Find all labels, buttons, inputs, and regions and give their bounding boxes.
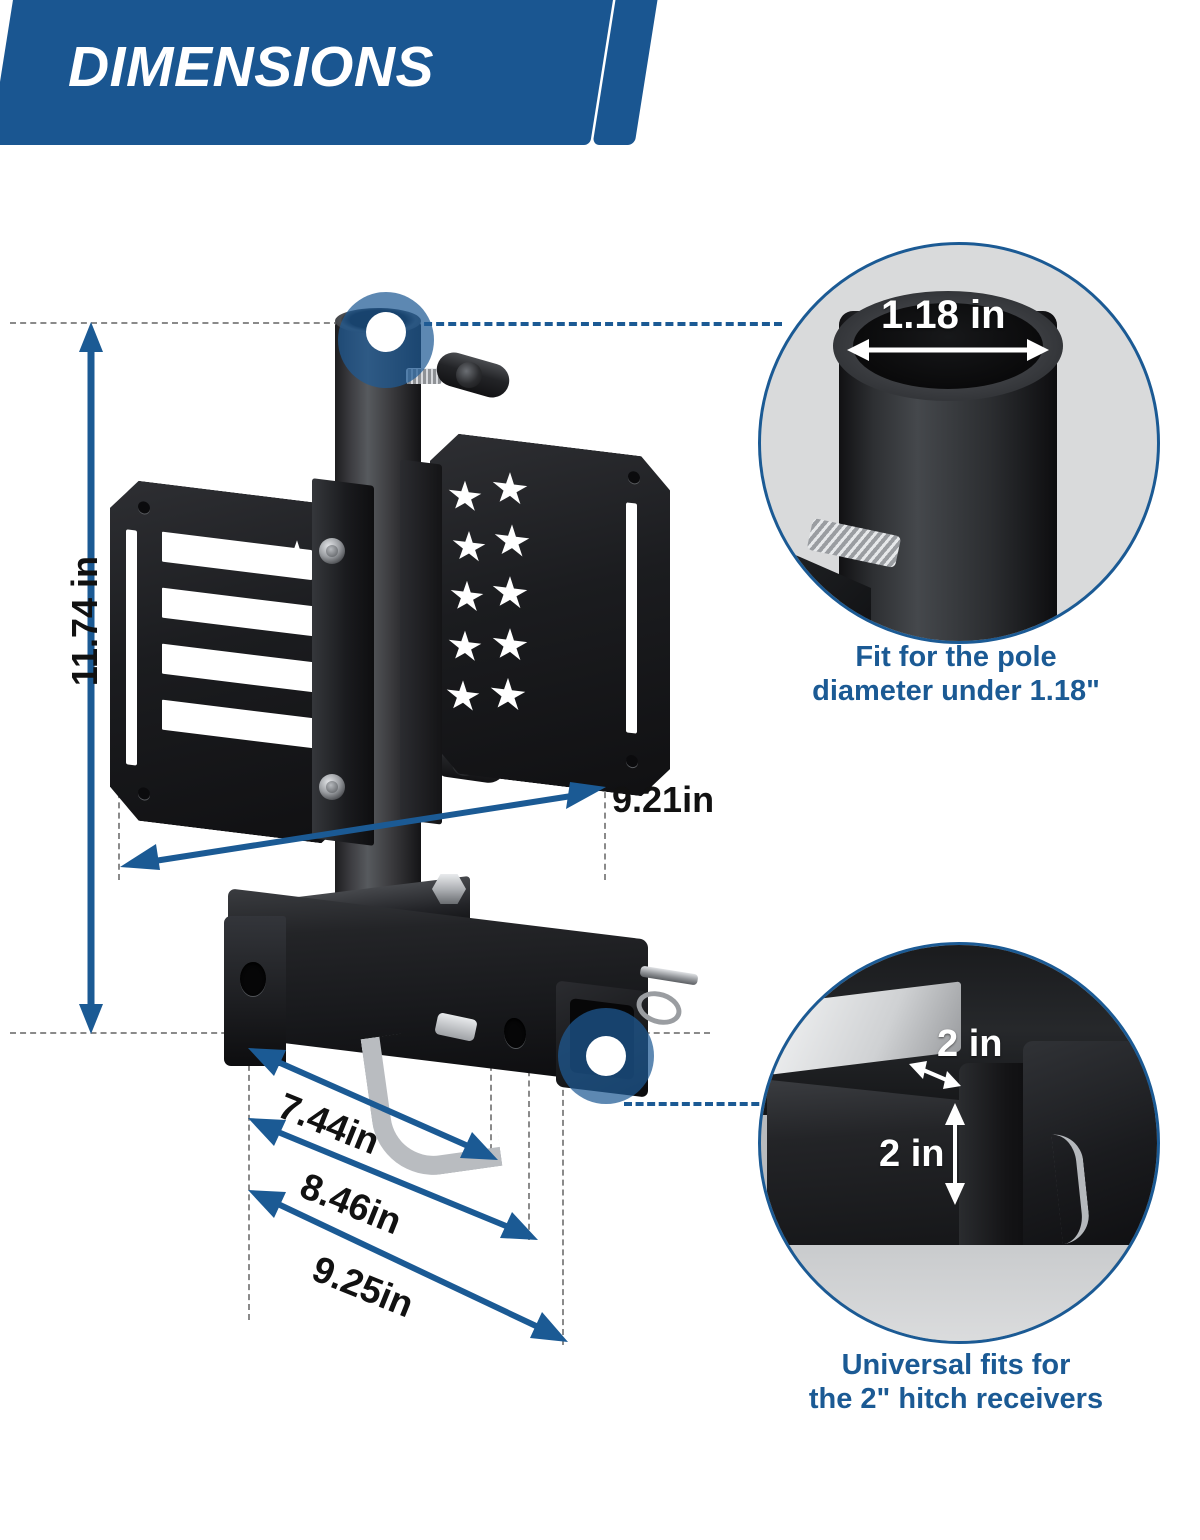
guide-line-total-end	[562, 1070, 564, 1345]
inset-hitch-height-label: 2 in	[879, 1133, 945, 1175]
inset-pole-measure-label: 1.18 in	[881, 293, 1006, 337]
dimension-arrow-total-length	[248, 1186, 568, 1346]
rear-mounting-bracket	[400, 459, 442, 825]
callout-core-pole-opening	[366, 312, 406, 352]
product-illustration	[100, 250, 740, 1183]
inset-hitch-caption-line2: the 2" hitch receivers	[808, 1383, 1104, 1416]
leader-line-bottom-inset	[624, 1102, 794, 1106]
bracket-bolt-lower	[319, 774, 345, 800]
inset-hitch-width-arrow	[909, 1055, 961, 1089]
header-banner: DIMENSIONS	[0, 0, 1200, 150]
bracket-bolt-upper	[319, 538, 345, 564]
dimension-arrow-pin-length	[248, 1114, 538, 1244]
inset-floor	[761, 1245, 1157, 1341]
page-title: DIMENSIONS	[68, 35, 435, 99]
license-plate-bracket-stars	[430, 430, 670, 799]
inset-pole-caption: Fit for the pole diameter under 1.18"	[726, 640, 1186, 708]
dimension-arrow-height	[78, 322, 104, 1034]
inset-pole-diameter: 1.18 in	[758, 242, 1160, 644]
callout-core-receiver	[586, 1036, 626, 1076]
guide-line-pin-tip	[528, 1060, 530, 1240]
dimension-label-height: 11.74 in	[64, 555, 105, 687]
inset-hitch-caption: Universal fits for the 2" hitch receiver…	[726, 1348, 1186, 1416]
dimension-label-plate-width: 9.21in	[612, 779, 715, 820]
inset-rear-structure	[1023, 1041, 1157, 1271]
inset-hitch-width-label: 2 in	[937, 1023, 1003, 1065]
inset-pole-measure-arrow	[847, 337, 1049, 363]
hitch-pin-hole-front	[240, 962, 266, 996]
dimension-arrow-hook-length	[248, 1044, 498, 1164]
inset-hitch-height-arrow	[943, 1103, 967, 1205]
dimension-arrow-plate-width	[120, 778, 606, 870]
guide-line-hook-end	[248, 1035, 250, 1320]
leader-line-top-inset	[412, 322, 782, 326]
inset-tube-bore	[853, 303, 1043, 389]
inset-pole-caption-line2: diameter under 1.18"	[812, 675, 1100, 708]
hitch-lock-pin	[639, 965, 699, 986]
inset-hitch-receiver: 2 in 2 in	[758, 942, 1160, 1344]
guide-line-hook-tip	[490, 1055, 492, 1160]
guide-line-top	[10, 322, 340, 324]
inset-hitch-caption-line1: Universal fits for	[841, 1349, 1071, 1381]
inset-pole-caption-line1: Fit for the pole	[855, 641, 1057, 673]
